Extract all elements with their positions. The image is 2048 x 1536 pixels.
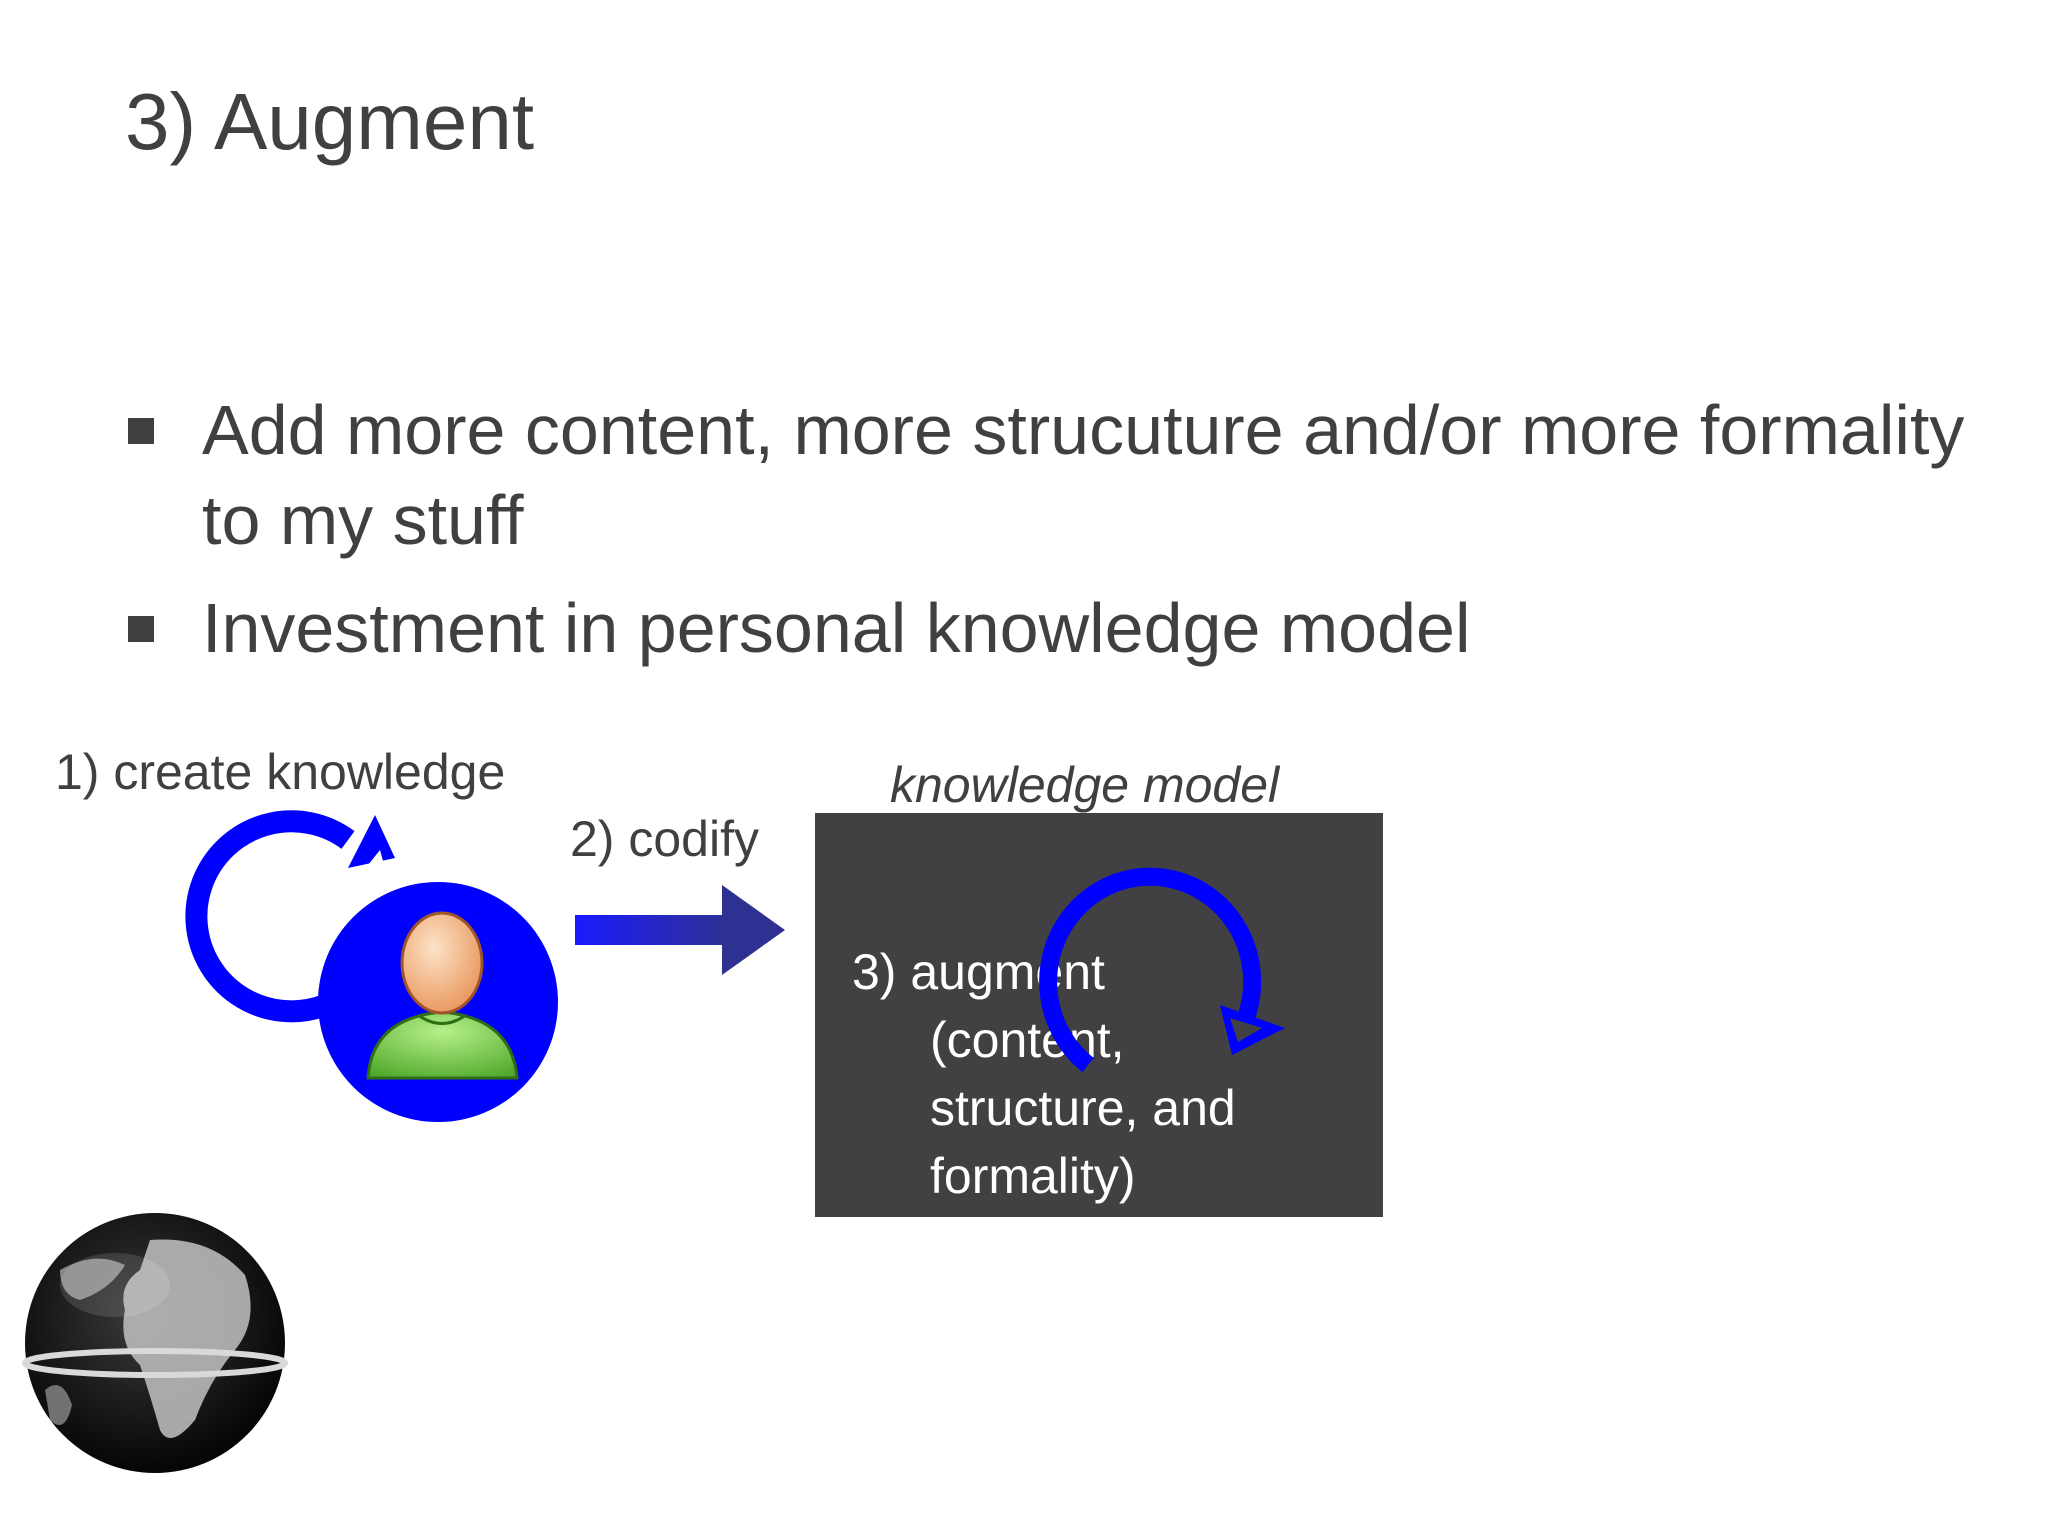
augment-line: formality) bbox=[930, 1148, 1136, 1204]
right-arrow-icon bbox=[575, 885, 785, 975]
bullet-item: Investment in personal knowledge model bbox=[128, 583, 2008, 673]
knowledge-model-label: knowledge model bbox=[890, 757, 1280, 813]
codify-label: 2) codify bbox=[570, 811, 759, 867]
slide-title: 3) Augment bbox=[125, 77, 535, 166]
cycle-arrow-icon bbox=[1039, 867, 1285, 1073]
person-icon bbox=[318, 882, 558, 1122]
bullet-list: Add more content, more strucuture and/or… bbox=[128, 385, 2008, 673]
bullet-text: Investment in personal knowledge model bbox=[202, 589, 1471, 667]
knowledge-model-box bbox=[815, 813, 1383, 1217]
augment-line: 3) augment bbox=[852, 944, 1105, 1000]
bullet-marker-icon bbox=[128, 418, 154, 444]
augment-line: structure, and bbox=[930, 1080, 1236, 1136]
bullet-marker-icon bbox=[128, 616, 154, 642]
augment-text: 3) augment (content, structure, and form… bbox=[852, 938, 1236, 1210]
bullet-text: Add more content, more strucuture and/or… bbox=[202, 391, 1965, 559]
globe-icon bbox=[22, 1213, 288, 1473]
bullet-item: Add more content, more strucuture and/or… bbox=[128, 385, 2008, 565]
create-knowledge-label: 1) create knowledge bbox=[55, 744, 506, 800]
